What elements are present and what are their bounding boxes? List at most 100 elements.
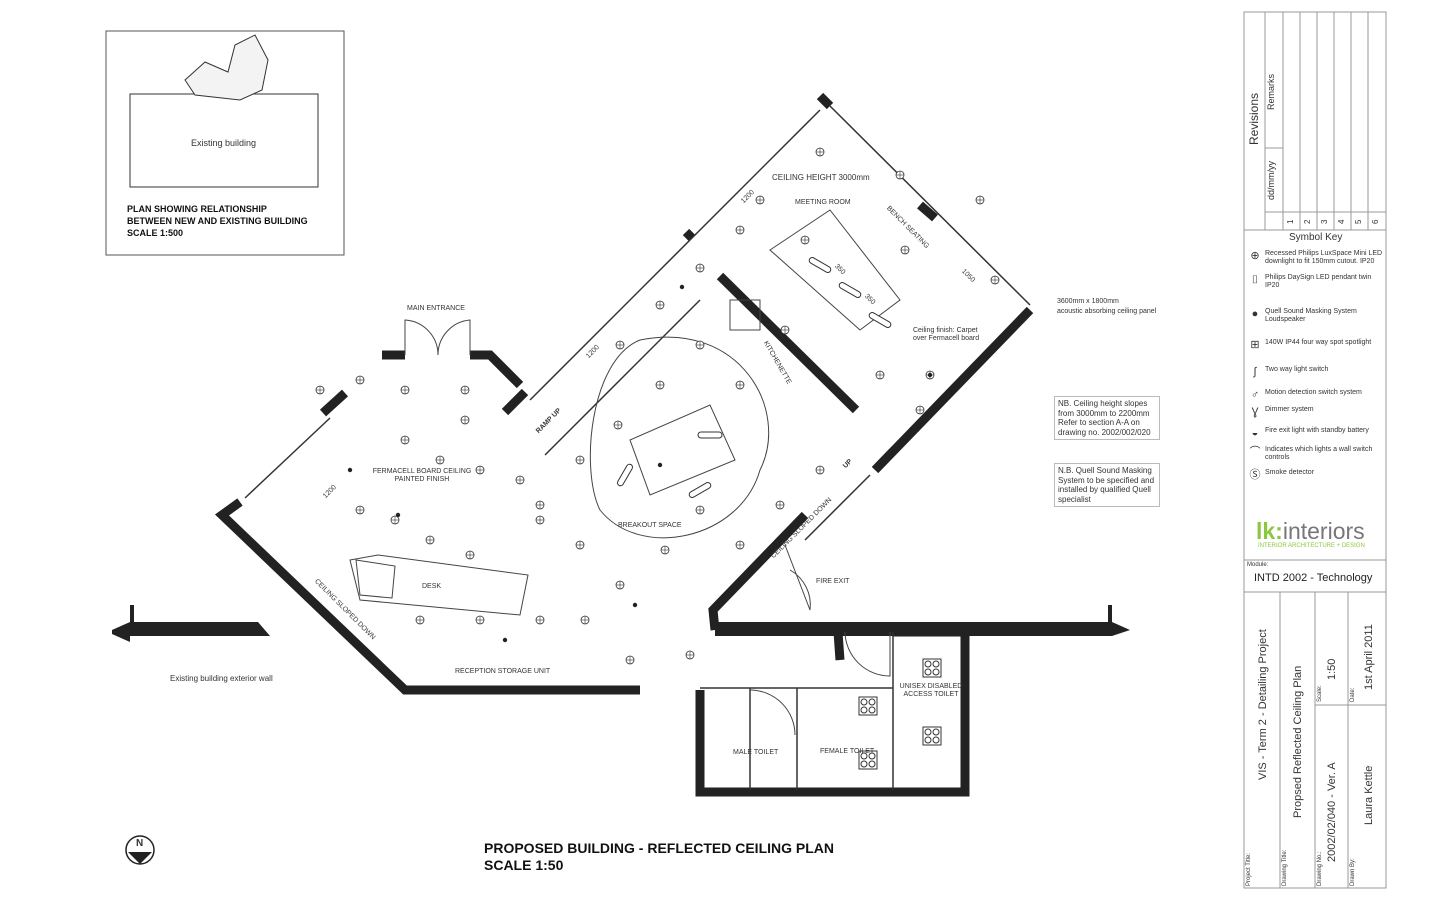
drawing-scale: SCALE 1:50 <box>484 857 564 873</box>
pendant-icon: ⌷ <box>1251 274 1259 286</box>
downlight-icon <box>800 235 810 245</box>
project-title-value: VIS - Term 2 - Detailing Project <box>1257 629 1269 780</box>
speaker-icon: ● <box>1251 308 1259 320</box>
downlight-icon <box>775 500 785 510</box>
drawing-title-label: Drawing Title: <box>1282 849 1288 886</box>
scale-value: 1:50 <box>1326 658 1338 680</box>
ceiling-height-label: CEILING HEIGHT 3000mm <box>772 173 870 182</box>
building-walls <box>214 92 1034 797</box>
site-plan-caption-1: PLAN SHOWING RELATIONSHIP <box>127 204 267 214</box>
pendants <box>617 257 892 498</box>
existing-wall-label: Existing building exterior wall <box>170 674 273 683</box>
downlight-icon <box>875 370 885 380</box>
speaker-icon <box>347 467 353 473</box>
downlight-icon <box>615 340 625 350</box>
quell-note: N.B. Quell Sound Masking System to be sp… <box>1054 463 1160 508</box>
downlight-icon <box>990 275 1000 285</box>
pendant-icon <box>838 282 862 298</box>
smoke-detector-icon: Ⓢ <box>1249 469 1261 481</box>
downlight-icon <box>695 263 705 273</box>
drawn-by-value: Laura Kettle <box>1363 765 1375 825</box>
downlights <box>315 147 1000 665</box>
logo-tagline: INTERIOR ARCHITECTURE + DESIGN <box>1258 543 1365 549</box>
date-format-heading: dd/mm/yy <box>1266 160 1276 200</box>
doors <box>404 319 891 736</box>
speaker-icon <box>679 284 685 290</box>
speakers <box>347 284 933 643</box>
downlight-icon <box>613 420 623 430</box>
male-toilet-label: MALE TOILET <box>733 749 779 756</box>
breakout-space-label: BREAKOUT SPACE <box>618 522 682 529</box>
new-building-thumbnail <box>184 34 269 101</box>
pendant-icon <box>697 431 723 439</box>
speaker-icon <box>657 462 663 468</box>
logo-lk: lk: <box>1256 518 1283 544</box>
downlight-icon <box>895 170 905 180</box>
downlight-icon <box>515 475 525 485</box>
symbol-key-label: Philips DaySign LED pendant twin IP20 <box>1265 274 1372 290</box>
pendant-icon <box>617 463 633 487</box>
downlight-icon: ⊕ <box>1250 250 1260 262</box>
disabled-toilet-label: UNISEX DISABLED ACCESS TOILET <box>899 683 963 699</box>
revision-number: 5 <box>1354 219 1363 224</box>
reception-storage-label: RECEPTION STORAGE UNIT <box>455 668 551 675</box>
symbol-key-label: Two way light switch <box>1265 366 1329 373</box>
speaker-icon <box>502 637 508 643</box>
downlight-icon <box>685 650 695 660</box>
downlight-icon <box>735 380 745 390</box>
furniture <box>349 209 901 616</box>
female-toilet-label: FEMALE TOILET <box>820 748 875 755</box>
downlight-icon <box>695 340 705 350</box>
switch-wire-icon: ⌒ <box>1249 446 1261 458</box>
symbol-key-label: 140W IP44 four way spot spotlight <box>1265 339 1372 346</box>
downlight-icon <box>660 545 670 555</box>
speaker-icon <box>927 372 933 378</box>
title-block-frame <box>1243 11 1387 889</box>
two-way-switch-icon: ∫ <box>1253 366 1257 378</box>
project-title-label: Project Title: <box>1246 852 1252 886</box>
drawing-main-title: PROPOSED BUILDING - REFLECTED CEILING PL… <box>484 840 835 856</box>
date-value: 1st April 2011 <box>1363 624 1375 690</box>
downlight-icon <box>535 615 545 625</box>
fermacell-label: FERMACELL BOARD CEILING PAINTED FINISH <box>372 468 472 484</box>
pendant-icon <box>688 482 712 498</box>
downlight-icon <box>815 147 825 157</box>
spotlight-icon <box>858 750 878 770</box>
pendant-icon <box>808 257 832 273</box>
spotlight-icon: ⊞ <box>1250 339 1260 351</box>
fire-exit-light-icon: ◒ <box>1251 427 1259 439</box>
logo-interiors: interiors <box>1282 518 1365 544</box>
site-plan-caption-2: BETWEEN NEW AND EXISTING BUILDING <box>127 216 308 226</box>
meeting-room-label: MEETING ROOM <box>795 199 851 206</box>
panel-note-size: 3600mm x 1800mm <box>1057 298 1119 305</box>
speaker-icon <box>632 602 638 608</box>
drawn-by-label: Drawn By: <box>1350 858 1356 886</box>
downlight-icon <box>900 245 910 255</box>
downlight-icon <box>755 195 765 205</box>
downlight-icon <box>735 540 745 550</box>
downlight-icon <box>695 505 705 515</box>
existing-building-label: Existing building <box>191 138 257 148</box>
drawing-no-value: 2002/02/040 - Ver. A <box>1326 762 1338 862</box>
date-label: Date: <box>1350 687 1356 702</box>
desk-label: DESK <box>422 583 442 590</box>
ceiling-height-note: NB. Ceiling height slopes from 3000mm to… <box>1054 396 1160 441</box>
remarks-heading: Remarks <box>1266 73 1276 110</box>
symbol-key-label: Indicates which lights a wall switch con… <box>1265 446 1373 462</box>
downlight-icon <box>575 455 585 465</box>
revision-number: 6 <box>1371 219 1380 224</box>
module-value: INTD 2002 - Technology <box>1254 572 1373 584</box>
pendant-icon <box>868 312 892 328</box>
downlight-icon <box>735 225 745 235</box>
existing-exterior-wall <box>112 605 1130 642</box>
symbol-key-label: Recessed Philips LuxSpace Mini LED downl… <box>1265 250 1383 266</box>
downlight-icon <box>460 415 470 425</box>
downlight-icon <box>575 540 585 550</box>
north-arrow <box>125 835 155 865</box>
downlight-icon <box>780 325 790 335</box>
symbol-key-label: Fire exit light with standby battery <box>1265 427 1369 434</box>
revision-number: 4 <box>1337 219 1346 224</box>
scale-label: Scale: <box>1317 685 1323 702</box>
downlight-icon <box>400 435 410 445</box>
